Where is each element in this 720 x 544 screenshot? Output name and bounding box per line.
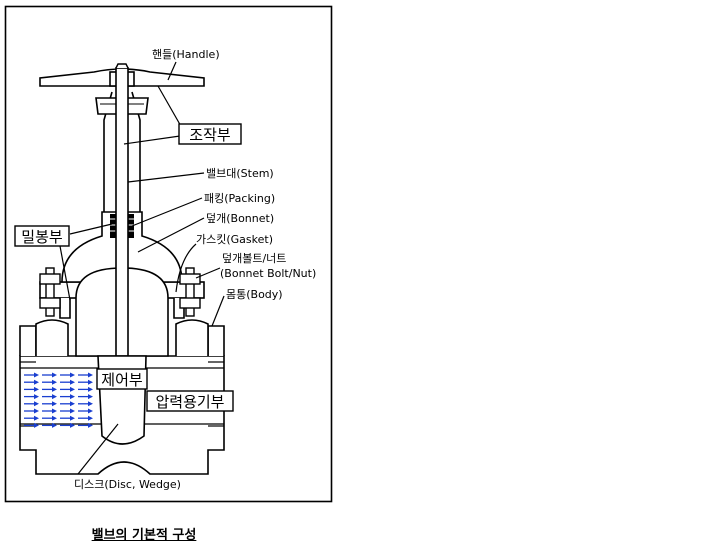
flow-arrow-head: [70, 386, 75, 392]
flow-arrow-head: [34, 422, 39, 428]
label-stem: 밸브대(Stem): [206, 167, 274, 180]
label-control-part: 제어부: [96, 368, 148, 390]
flow-arrow-head: [34, 372, 39, 378]
bonnet-bolt-left: [39, 267, 61, 317]
packing: [110, 214, 134, 238]
stem: [115, 67, 129, 357]
flow-arrow-head: [88, 372, 93, 378]
flow-arrow-head: [34, 394, 39, 400]
flow-arrow-head: [52, 408, 57, 414]
svg-text:압력용기부: 압력용기부: [155, 393, 224, 411]
flow-arrow-head: [70, 394, 75, 400]
flow-arrow-head: [52, 386, 57, 392]
flow-arrow-head: [34, 408, 39, 414]
flow-arrow-head: [34, 415, 39, 421]
label-bonnet-bolt: 덮개볼트/너트: [222, 252, 286, 265]
flow-arrow-head: [52, 372, 57, 378]
flow-arrow-head: [88, 415, 93, 421]
flow-arrow-head: [52, 401, 57, 407]
flow-arrow-head: [88, 422, 93, 428]
flow-arrow-head: [88, 394, 93, 400]
flow-arrow-head: [70, 401, 75, 407]
figure-caption: 밸브의 기본적 구성: [91, 528, 197, 543]
flow-arrow-head: [88, 408, 93, 414]
label-gasket: 가스킷(Gasket): [196, 233, 273, 246]
stem-tip: [115, 63, 129, 69]
flow-arrow-head: [34, 379, 39, 385]
flow-arrow-head: [88, 401, 93, 407]
flow-arrow-head: [52, 394, 57, 400]
flow-arrow-head: [70, 415, 75, 421]
flow-arrow-head: [88, 379, 93, 385]
label-packing: 패킹(Packing): [204, 192, 275, 205]
label-bonnet: 덮개(Bonnet): [206, 212, 274, 225]
leader-lines: [59, 61, 225, 475]
flow-arrow-head: [70, 422, 75, 428]
flow-arrows: [24, 372, 93, 428]
label-sealing-part: 밀봉부: [14, 225, 70, 247]
svg-text:밀봉부: 밀봉부: [21, 228, 63, 246]
flow-arrow-head: [34, 386, 39, 392]
label-bonnet-bolt-en: (Bonnet Bolt/Nut): [220, 267, 316, 280]
label-body: 몸통(Body): [226, 288, 283, 301]
label-pressure-vessel-part: 압력용기부: [146, 390, 234, 412]
label-operating-part: 조작부: [178, 123, 242, 145]
flow-arrow-head: [34, 401, 39, 407]
flow-arrow-head: [70, 379, 75, 385]
label-disc: 디스크(Disc, Wedge): [74, 478, 181, 491]
bonnet-bolt-right: [179, 267, 201, 317]
flow-arrow-head: [88, 386, 93, 392]
flow-arrow-head: [70, 408, 75, 414]
svg-text:조작부: 조작부: [189, 126, 231, 144]
label-handle: 핸들(Handle): [152, 48, 220, 61]
flow-arrow-head: [52, 379, 57, 385]
flow-arrow-head: [70, 372, 75, 378]
flow-arrow-head: [52, 422, 57, 428]
svg-text:제어부: 제어부: [101, 371, 143, 389]
flow-arrow-head: [52, 415, 57, 421]
